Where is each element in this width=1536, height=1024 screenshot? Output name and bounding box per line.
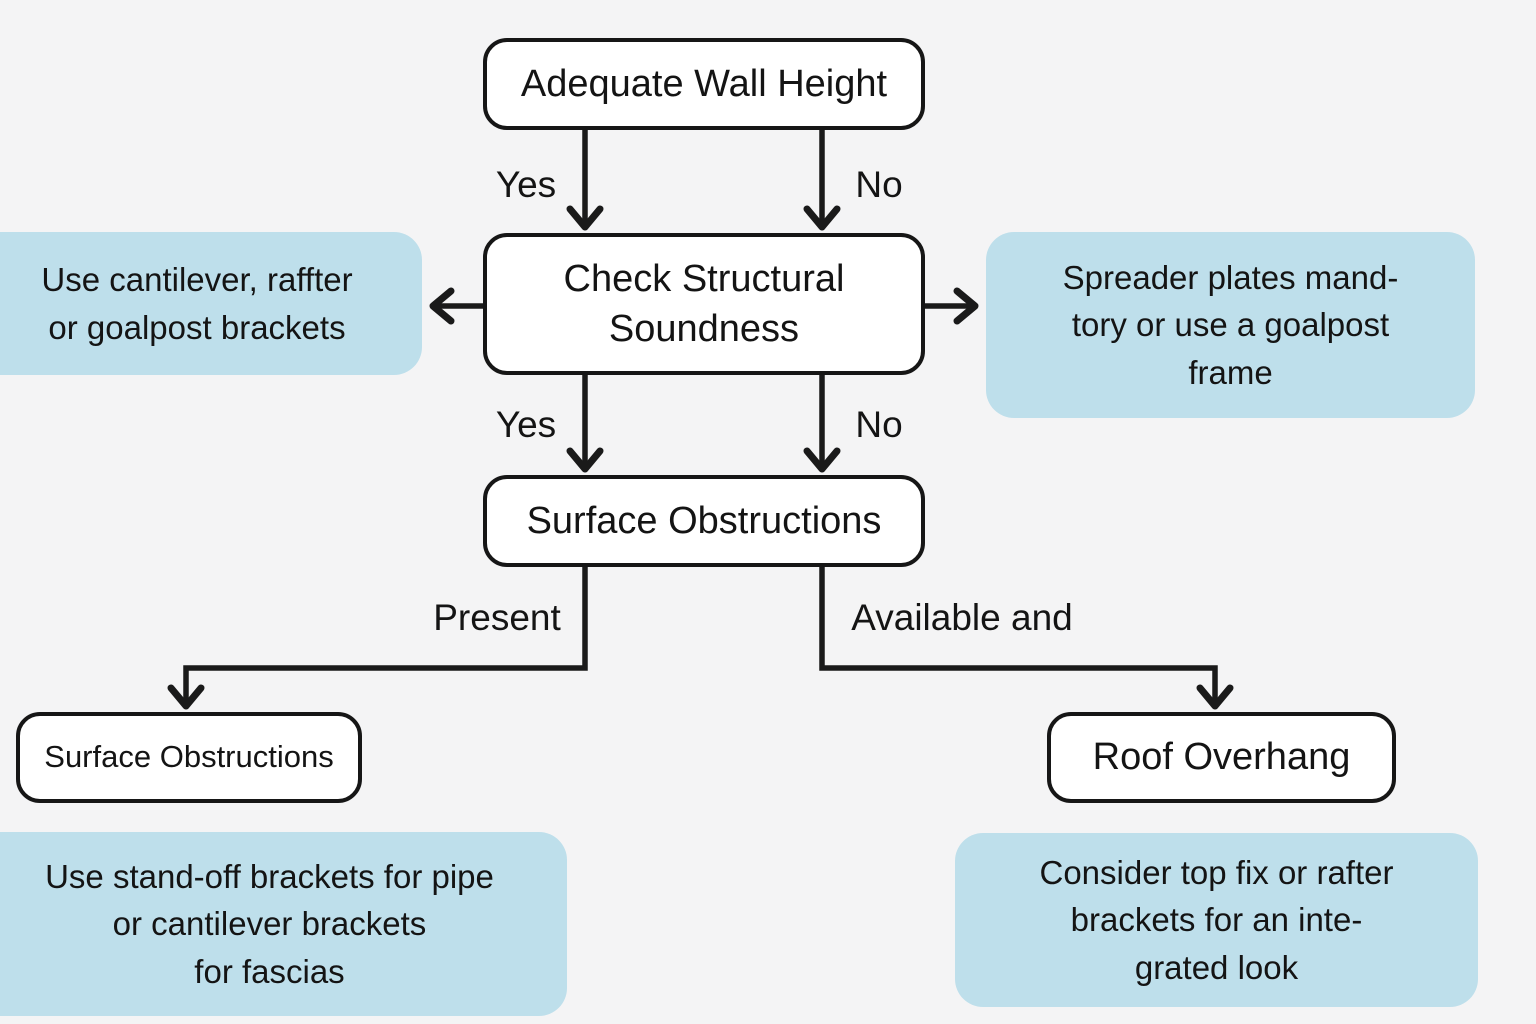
edge-label-obstructions-available: Available and (851, 597, 1073, 638)
edge-label-soundness-no: No (855, 404, 903, 445)
edge-available-line (819, 567, 1218, 701)
edge-label-wallheight-yes: Yes (495, 164, 557, 205)
node-roof-overhang: Roof Overhang (1047, 712, 1396, 803)
arrow-down-icon (566, 205, 604, 231)
node-label: Roof Overhang (1092, 736, 1351, 779)
arrow-down-icon (566, 447, 604, 473)
node-label: Surface Obstructions (526, 499, 882, 542)
edge-label-wallheight-no: No (855, 164, 903, 205)
node-label: Check Structural Soundness (563, 257, 845, 350)
callout-text: Use stand-off brackets for pipe or canti… (45, 857, 494, 990)
callout-cantilever-brackets: Use cantilever, raffter or goalpost brac… (0, 232, 422, 375)
callout-topfix-brackets: Consider top fix or rafter brackets for … (955, 833, 1478, 1007)
arrow-down-icon (803, 447, 841, 473)
edge-label-soundness-yes: Yes (495, 404, 557, 445)
callout-text: Use cantilever, raffter or goalpost brac… (41, 260, 353, 346)
callout-text: Spreader plates mand- tory or use a goal… (1062, 258, 1399, 391)
node-surface-obstructions: Surface Obstructions (483, 475, 925, 567)
callout-standoff-brackets: Use stand-off brackets for pipe or canti… (0, 832, 567, 1016)
arrow-down-icon (167, 684, 205, 710)
arrow-right-icon (953, 287, 979, 325)
edge-present-line (183, 567, 588, 701)
arrow-down-icon (803, 205, 841, 231)
arrow-down-icon (1196, 684, 1234, 710)
node-check-structural-soundness: Check Structural Soundness (483, 233, 925, 375)
node-surface-obstructions-result: Surface Obstructions (16, 712, 362, 803)
edge-label-obstructions-present: Present (433, 597, 561, 638)
callout-spreader-plates: Spreader plates mand- tory or use a goal… (986, 232, 1475, 418)
node-label: Adequate Wall Height (520, 62, 888, 105)
node-adequate-wall-height: Adequate Wall Height (483, 38, 925, 130)
callout-text: Consider top fix or rafter brackets for … (1039, 853, 1394, 986)
arrow-left-icon (429, 287, 455, 325)
node-label: Surface Obstructions (44, 739, 334, 775)
